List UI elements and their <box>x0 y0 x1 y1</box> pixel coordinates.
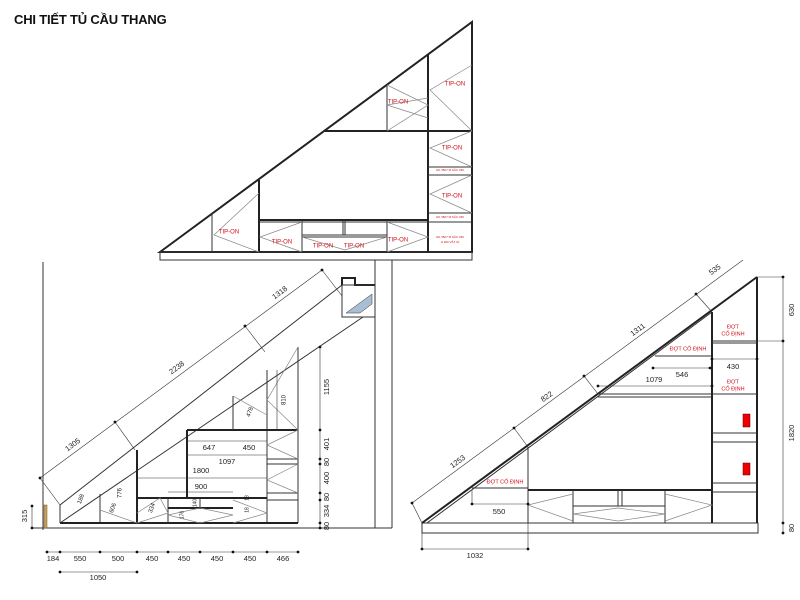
handle-icon <box>742 413 751 428</box>
dim-label: 450 <box>211 554 224 563</box>
fixed-shelf-label: CỐ ĐỊNH <box>721 330 744 337</box>
stair-step-section <box>345 293 373 314</box>
tip-on-label: TIP-ON <box>344 244 364 250</box>
side-view: 1305 2238 1318 188 776 606 478 810 647 4… <box>20 259 393 582</box>
fixed-shelf-label: ĐỢT <box>727 379 740 385</box>
dim-label: 1253 <box>448 453 467 470</box>
dim-label: 450 <box>178 554 191 563</box>
dim-label: 1820 <box>787 425 796 442</box>
dim-label: 606 <box>109 502 118 514</box>
dim-label: 810 <box>282 394 288 405</box>
tip-on-label: TIP-ON <box>442 194 462 200</box>
dim-label: 1318 <box>270 284 289 301</box>
dim-label: 822 <box>539 389 554 404</box>
dim-label: 80 <box>322 522 331 530</box>
dim-label: 18 <box>244 507 250 513</box>
dim-label: 466 <box>277 554 290 563</box>
dim-label: 400 <box>322 472 331 485</box>
dim-label: 334 <box>322 505 331 518</box>
dim-label: 140 <box>192 499 198 508</box>
dim-label: 315 <box>20 510 29 523</box>
front-view: TIP-ON TIP-ON TIP-ON TIP-ON TIP-ON TIP-O… <box>156 20 473 261</box>
dim-label: 188 <box>77 493 86 505</box>
dim-label: 1032 <box>467 551 484 560</box>
dim-label: 550 <box>493 507 506 516</box>
dim-label: 776 <box>118 487 124 498</box>
dim-label: 80 <box>322 458 331 466</box>
fixed-shelf-label: ĐỢT CỐ ĐỊNH <box>487 478 524 485</box>
tip-on-label: TIP-ON <box>388 100 408 106</box>
dim-label: 535 <box>707 262 722 277</box>
dim-label: 478 <box>246 406 255 418</box>
note-box-line1: HK 3507 M SÂU 450 <box>436 234 464 239</box>
handle-icon <box>742 462 751 476</box>
dim-label: 900 <box>195 482 208 491</box>
dim-label: 500 <box>112 554 125 563</box>
fixed-shelf-label: ĐỢT <box>727 324 740 330</box>
dim-label: 1800 <box>193 466 210 475</box>
dim-label: 401 <box>322 438 331 451</box>
note-strip: HK 3507 M SÂU 450 <box>436 167 464 172</box>
dim-label: 80 <box>787 524 796 532</box>
dimension-ticks <box>30 268 324 574</box>
dim-label: 184 <box>47 554 60 563</box>
tip-on-label: TIP-ON <box>388 238 408 244</box>
dim-label: 630 <box>787 304 796 317</box>
dim-label: 1311 <box>629 321 647 338</box>
page-title: CHI TIẾT TỦ CẦU THANG <box>14 12 167 27</box>
dim-label: 450 <box>244 554 257 563</box>
skirting-board <box>43 504 48 529</box>
dim-label: 647 <box>203 443 216 452</box>
dim-label: 1097 <box>219 457 236 466</box>
dim-label: 1079 <box>646 375 663 384</box>
dim-label: 18 <box>244 495 250 501</box>
dim-label: 1050 <box>90 573 107 582</box>
dim-label: 1155 <box>322 379 331 395</box>
dim-label: 1305 <box>63 436 82 453</box>
note-strip: HK 3507 M SÂU 450 <box>436 214 464 219</box>
fixed-shelf-label: CỐ ĐỊNH <box>721 385 744 392</box>
dim-label: 450 <box>243 443 256 452</box>
note-box-line2: H 200 VẬT GÌ <box>441 239 460 244</box>
dim-label: 450 <box>146 554 159 563</box>
tip-on-label: TIP-ON <box>219 230 239 236</box>
tip-on-label: TIP-ON <box>445 82 465 88</box>
tip-on-label: TIP-ON <box>272 240 292 246</box>
tip-on-label: TIP-ON <box>442 146 462 152</box>
fixed-shelf-label: ĐỢT CỐ ĐỊNH <box>670 345 707 352</box>
dim-label: 2238 <box>167 359 186 376</box>
dim-label: 546 <box>676 370 689 379</box>
dim-label: 550 <box>74 554 87 563</box>
section-view: 1253 822 1311 535 630 1820 80 550 1032 5… <box>410 259 796 560</box>
dim-label: 80 <box>322 493 331 501</box>
dim-label: 334 <box>148 502 157 514</box>
dimension-ticks <box>410 275 785 551</box>
tip-on-label: TIP-ON <box>313 244 333 250</box>
dim-label: 430 <box>727 362 740 371</box>
dim-label: 176 <box>179 511 185 520</box>
